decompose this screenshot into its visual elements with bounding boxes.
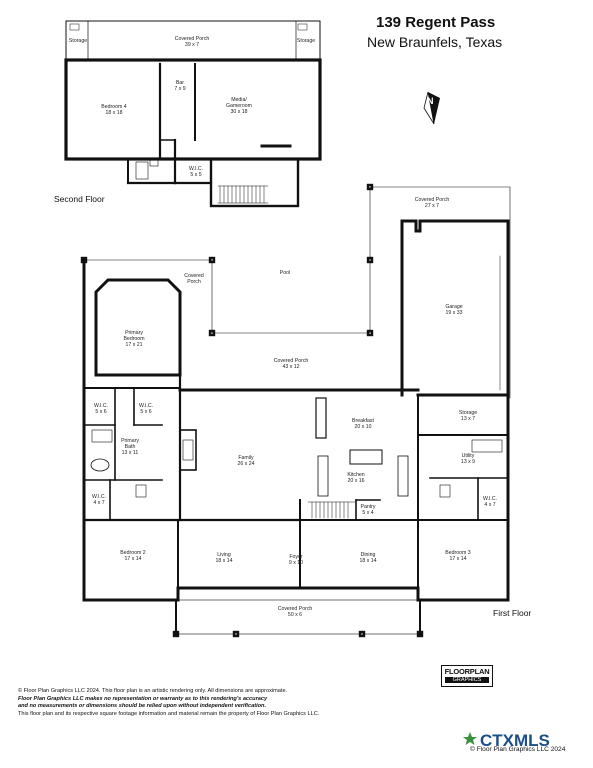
room-label-wic-second: W.I.C. 5 x 5: [188, 166, 204, 178]
room-label-bedroom3: Bedroom 3 17 x 14: [445, 550, 471, 562]
first-floor-label: First Floor: [493, 608, 532, 618]
disclaimer-line4: This floor plan and its respective squar…: [18, 710, 320, 717]
second-floor-label: Second Floor: [54, 194, 105, 204]
logo-line2: GRAPHICS: [445, 677, 489, 683]
brand-copyright: © Floor Plan Graphics LLC 2024: [470, 746, 566, 753]
logo-line1: FLOORPLAN: [444, 667, 490, 676]
first-floor-walls: [80, 183, 511, 638]
property-address: 139 Regent Pass: [376, 14, 496, 31]
room-label-living: Living 18 x 14: [215, 552, 233, 564]
room-label-pool: Pool: [279, 270, 291, 276]
second-floor-walls: [64, 20, 322, 208]
room-label-utility: Utility 13 x 9: [460, 453, 476, 465]
room-label-wic-2: W.I.C. 5 x 6: [138, 403, 154, 415]
room-label-foyer: Foyer 9 x 10: [288, 554, 304, 566]
room-label-covered-porch-garage: Covered Porch 27 x 7: [414, 197, 450, 209]
texas-star-icon: [463, 732, 477, 745]
room-label-dining: Dining 18 x 14: [359, 552, 377, 564]
room-label-covered-porch-mid: Covered Porch 43 x 12: [273, 358, 309, 370]
property-city: New Braunfels, Texas: [367, 34, 503, 50]
room-label-covered-porch-top: Covered Porch 39 x 7: [174, 36, 210, 48]
room-label-wic-3: W.I.C. 4 x 7: [91, 494, 107, 506]
disclaimer-line3: and no measurements or dimensions should…: [18, 703, 267, 710]
room-label-wic-1: W.I.C. 5 x 6: [93, 403, 109, 415]
svg-text:N: N: [427, 96, 434, 106]
disclaimer-line2: Floor Plan Graphics LLC makes no represe…: [18, 695, 268, 702]
room-label-media: Media/ Gameroom 30 x 18: [226, 97, 252, 115]
disclaimer-line1: © Floor Plan Graphics LLC 2024. This flo…: [18, 688, 288, 694]
disclaimer: © Floor Plan Graphics LLC 2024. This flo…: [18, 688, 438, 718]
floorplan-graphics-logo: FLOORPLAN GRAPHICS: [441, 665, 493, 687]
room-label-covered-porch-left: Covered Porch: [184, 273, 204, 285]
north-arrow-icon: N: [423, 91, 440, 125]
room-label-bar: Bar 7 x 9: [174, 80, 186, 92]
room-label-bedroom4: Bedroom 4 18 x 18: [101, 104, 127, 116]
room-label-wic-4: W.I.C. 4 x 7: [482, 496, 498, 508]
room-label-storage-left: Storage: [68, 38, 88, 44]
room-label-storage-right: Storage: [296, 38, 316, 44]
room-label-storage: Storage 13 x 7: [458, 410, 478, 422]
room-label-kitchen: Kitchen 20 x 16: [347, 472, 365, 484]
room-label-family: Family 26 x 24: [237, 455, 255, 467]
room-label-breakfast: Breakfast 20 x 10: [352, 418, 374, 430]
room-label-garage: Garage 19 x 33: [445, 304, 463, 316]
room-label-bedroom2: Bedroom 2 17 x 14: [120, 550, 146, 562]
room-label-primary-bath: Primary Bath 13 x 11: [121, 438, 139, 456]
room-label-pantry: Pantry 5 x 4: [360, 504, 376, 516]
room-label-primary-bedroom: Primary Bedroom 17 x 21: [123, 330, 145, 348]
room-label-covered-porch-front: Covered Porch 50 x 6: [277, 606, 313, 618]
ctxmls-brand: CTXMLS: [480, 731, 550, 750]
